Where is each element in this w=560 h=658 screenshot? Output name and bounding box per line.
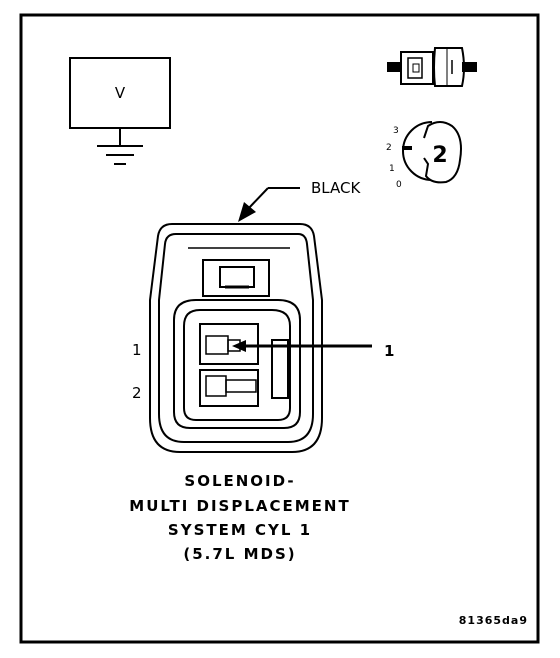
locking-slot: [271, 339, 289, 399]
diagram-frame: [19, 13, 540, 644]
view-position-1: 1: [389, 164, 395, 174]
view-number: 2: [432, 143, 447, 168]
wire-color-label: BLACK: [311, 179, 361, 197]
caption-line-2: MULTI DISPLACEMENT: [129, 497, 350, 515]
wire-color-callout: BLACK: [238, 179, 361, 222]
callout-number: 1: [384, 342, 394, 360]
view-position-2: 2: [386, 143, 392, 153]
connector-body: [149, 223, 323, 453]
voltmeter-ground-symbol: V: [69, 57, 171, 165]
caption-line-4: (5.7L MDS): [183, 545, 296, 563]
cavity-2-label: 2: [132, 384, 142, 402]
arrow-icon: [238, 202, 256, 222]
connector-side-view-icon: [387, 47, 477, 87]
connector-lock-tab: [202, 259, 270, 297]
view-position-3: 3: [393, 126, 399, 136]
voltmeter-label: V: [115, 84, 126, 102]
cavity-1-label: 1: [132, 341, 142, 359]
figure-id: 81365da9: [459, 614, 528, 627]
caption-line-1: SOLENOID-: [184, 472, 295, 490]
view-position-0: 0: [396, 180, 402, 190]
cavity-2: [199, 369, 259, 407]
terminal-view-icon: 3 2 1 0 2: [386, 121, 462, 190]
cavity-1: [199, 323, 259, 365]
callout-arrow-icon: [232, 340, 246, 352]
caption-line-3: SYSTEM CYL 1: [168, 521, 312, 539]
